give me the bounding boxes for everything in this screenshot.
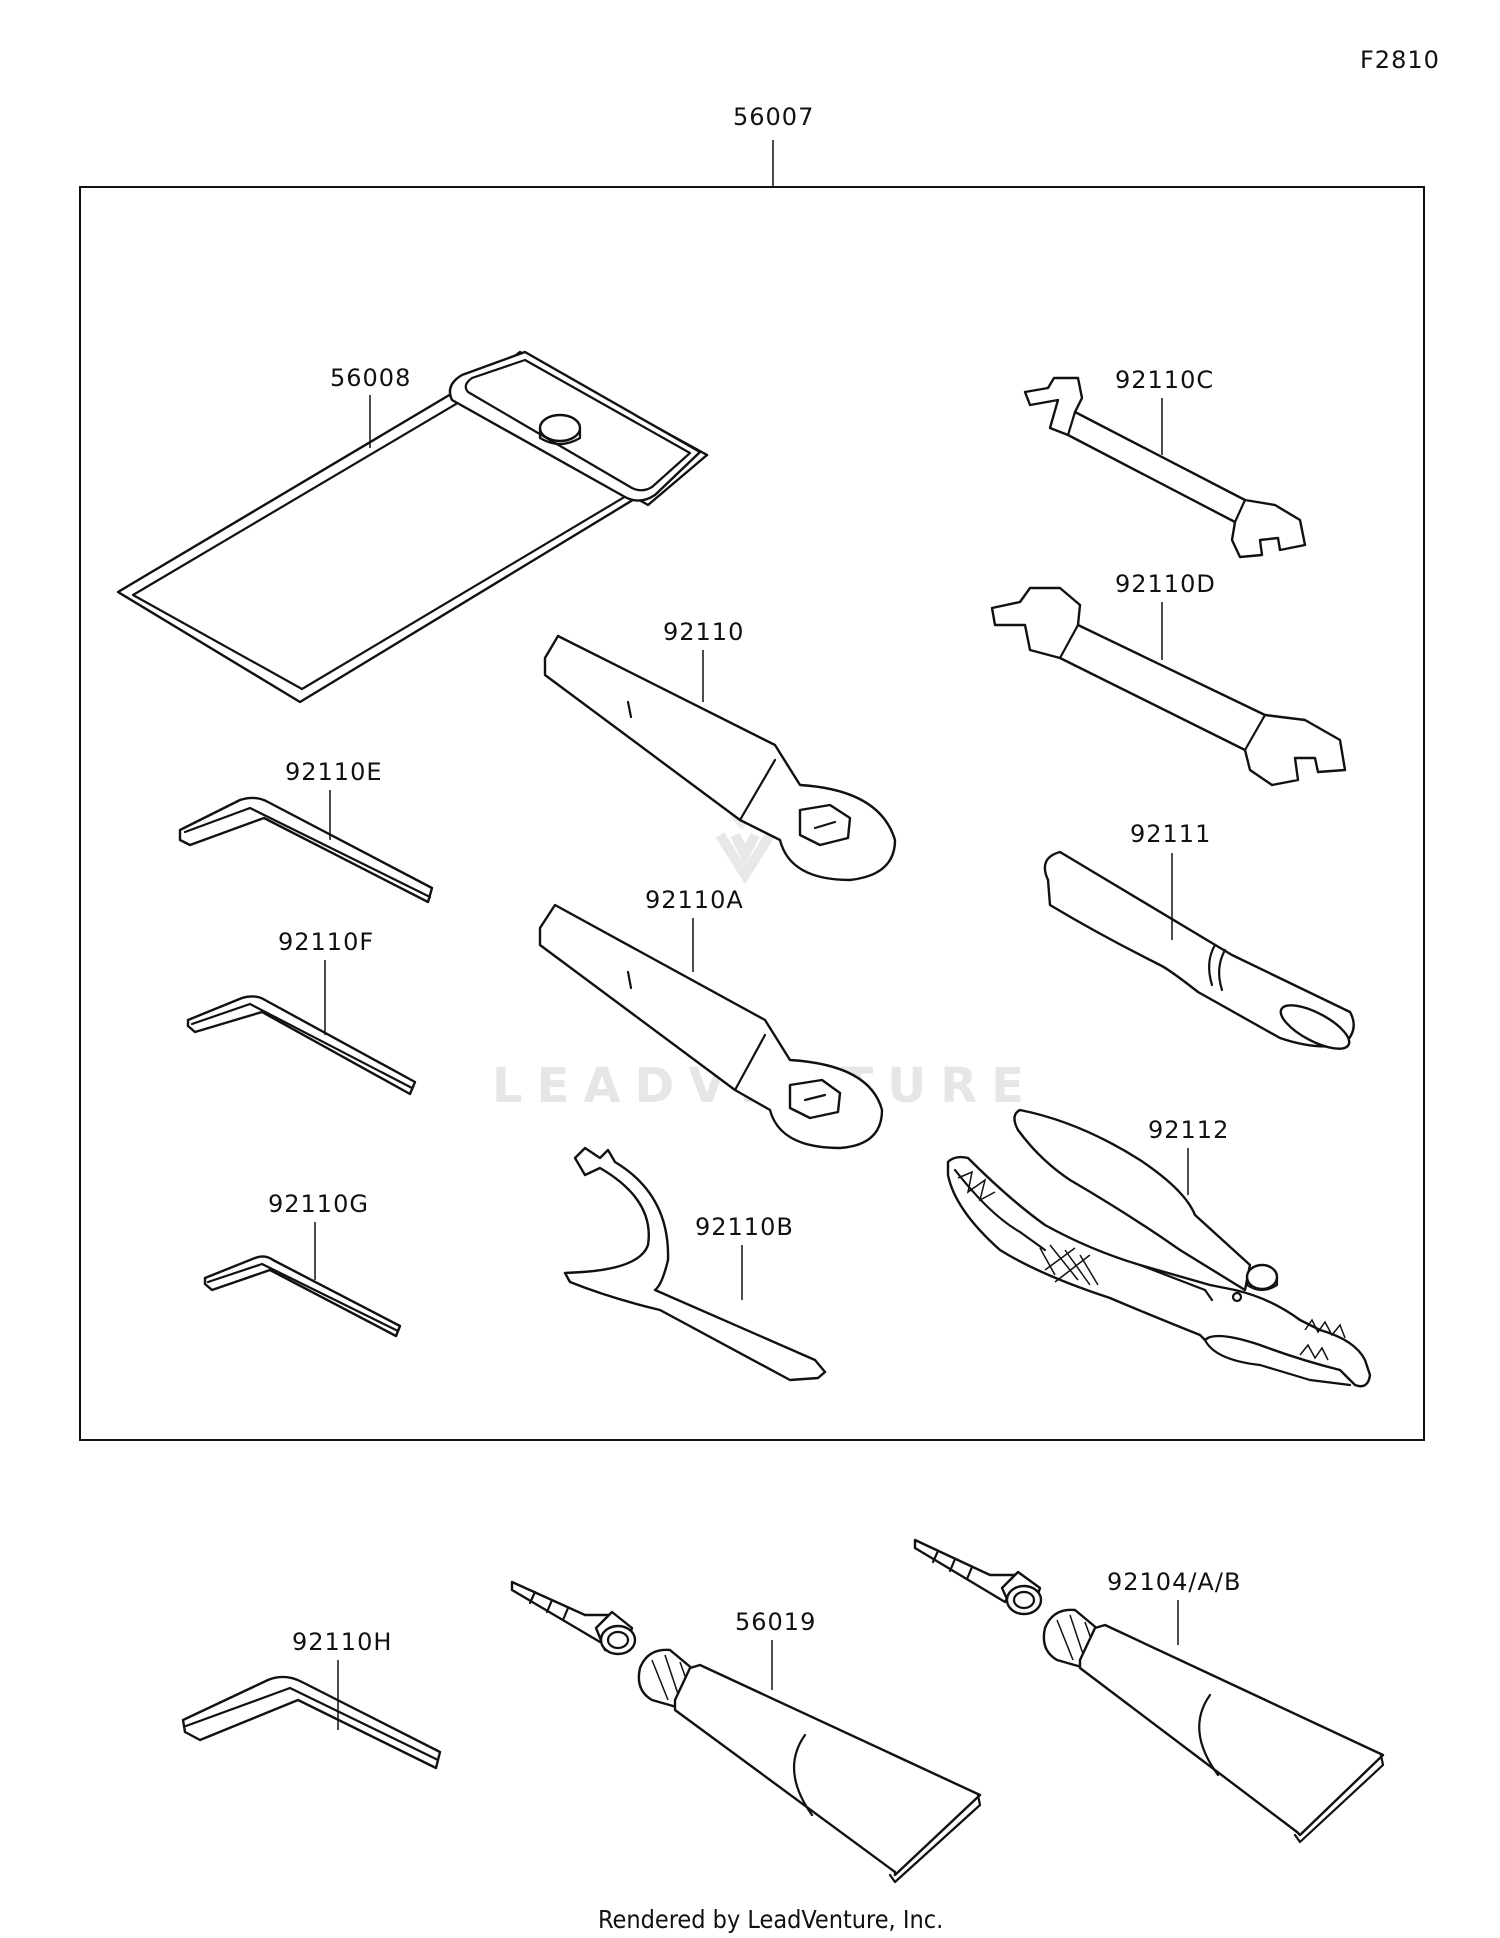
label-handle[interactable]: 92111 <box>1130 820 1211 848</box>
label-hex-e[interactable]: 92110E <box>285 758 383 786</box>
footer-credit: Rendered by LeadVenture, Inc. <box>598 1905 943 1934</box>
box-wrench-a[interactable] <box>538 903 884 1150</box>
sealant-tube-92104[interactable] <box>913 1538 1385 1844</box>
label-hook-wrench[interactable]: 92110B <box>695 1213 794 1241</box>
label-hex-f[interactable]: 92110F <box>278 928 374 956</box>
hook-wrench[interactable] <box>563 1146 827 1382</box>
label-kit[interactable]: 56007 <box>733 103 814 131</box>
hex-key-e[interactable] <box>178 796 434 904</box>
tommy-bar-handle[interactable] <box>1043 850 1355 1057</box>
hex-key-f[interactable] <box>186 995 417 1096</box>
figure-code: F2810 <box>1360 46 1440 74</box>
label-hex-g[interactable]: 92110G <box>268 1190 369 1218</box>
label-pliers[interactable]: 92112 <box>1148 1116 1229 1144</box>
open-end-wrench-d[interactable] <box>990 586 1347 787</box>
hex-key-h[interactable] <box>181 1675 442 1770</box>
label-pouch[interactable]: 56008 <box>330 364 411 392</box>
label-tube-2[interactable]: 92104/A/B <box>1107 1568 1241 1596</box>
label-hex-h[interactable]: 92110H <box>292 1628 392 1656</box>
label-box-wrench[interactable]: 92110 <box>663 618 744 646</box>
slip-joint-pliers[interactable] <box>946 1108 1372 1388</box>
label-wrench-d[interactable]: 92110D <box>1115 570 1216 598</box>
sealant-tube-56019[interactable] <box>510 1580 982 1884</box>
kit-frame <box>79 140 1425 1441</box>
box-wrench[interactable] <box>543 634 897 882</box>
label-box-wrench-a[interactable]: 92110A <box>645 886 744 914</box>
label-tube-1[interactable]: 56019 <box>735 1608 816 1636</box>
tool-pouch[interactable] <box>116 350 709 704</box>
hex-key-g[interactable] <box>203 1255 402 1338</box>
open-end-wrench-c[interactable] <box>1023 376 1307 559</box>
label-wrench-c[interactable]: 92110C <box>1115 366 1214 394</box>
